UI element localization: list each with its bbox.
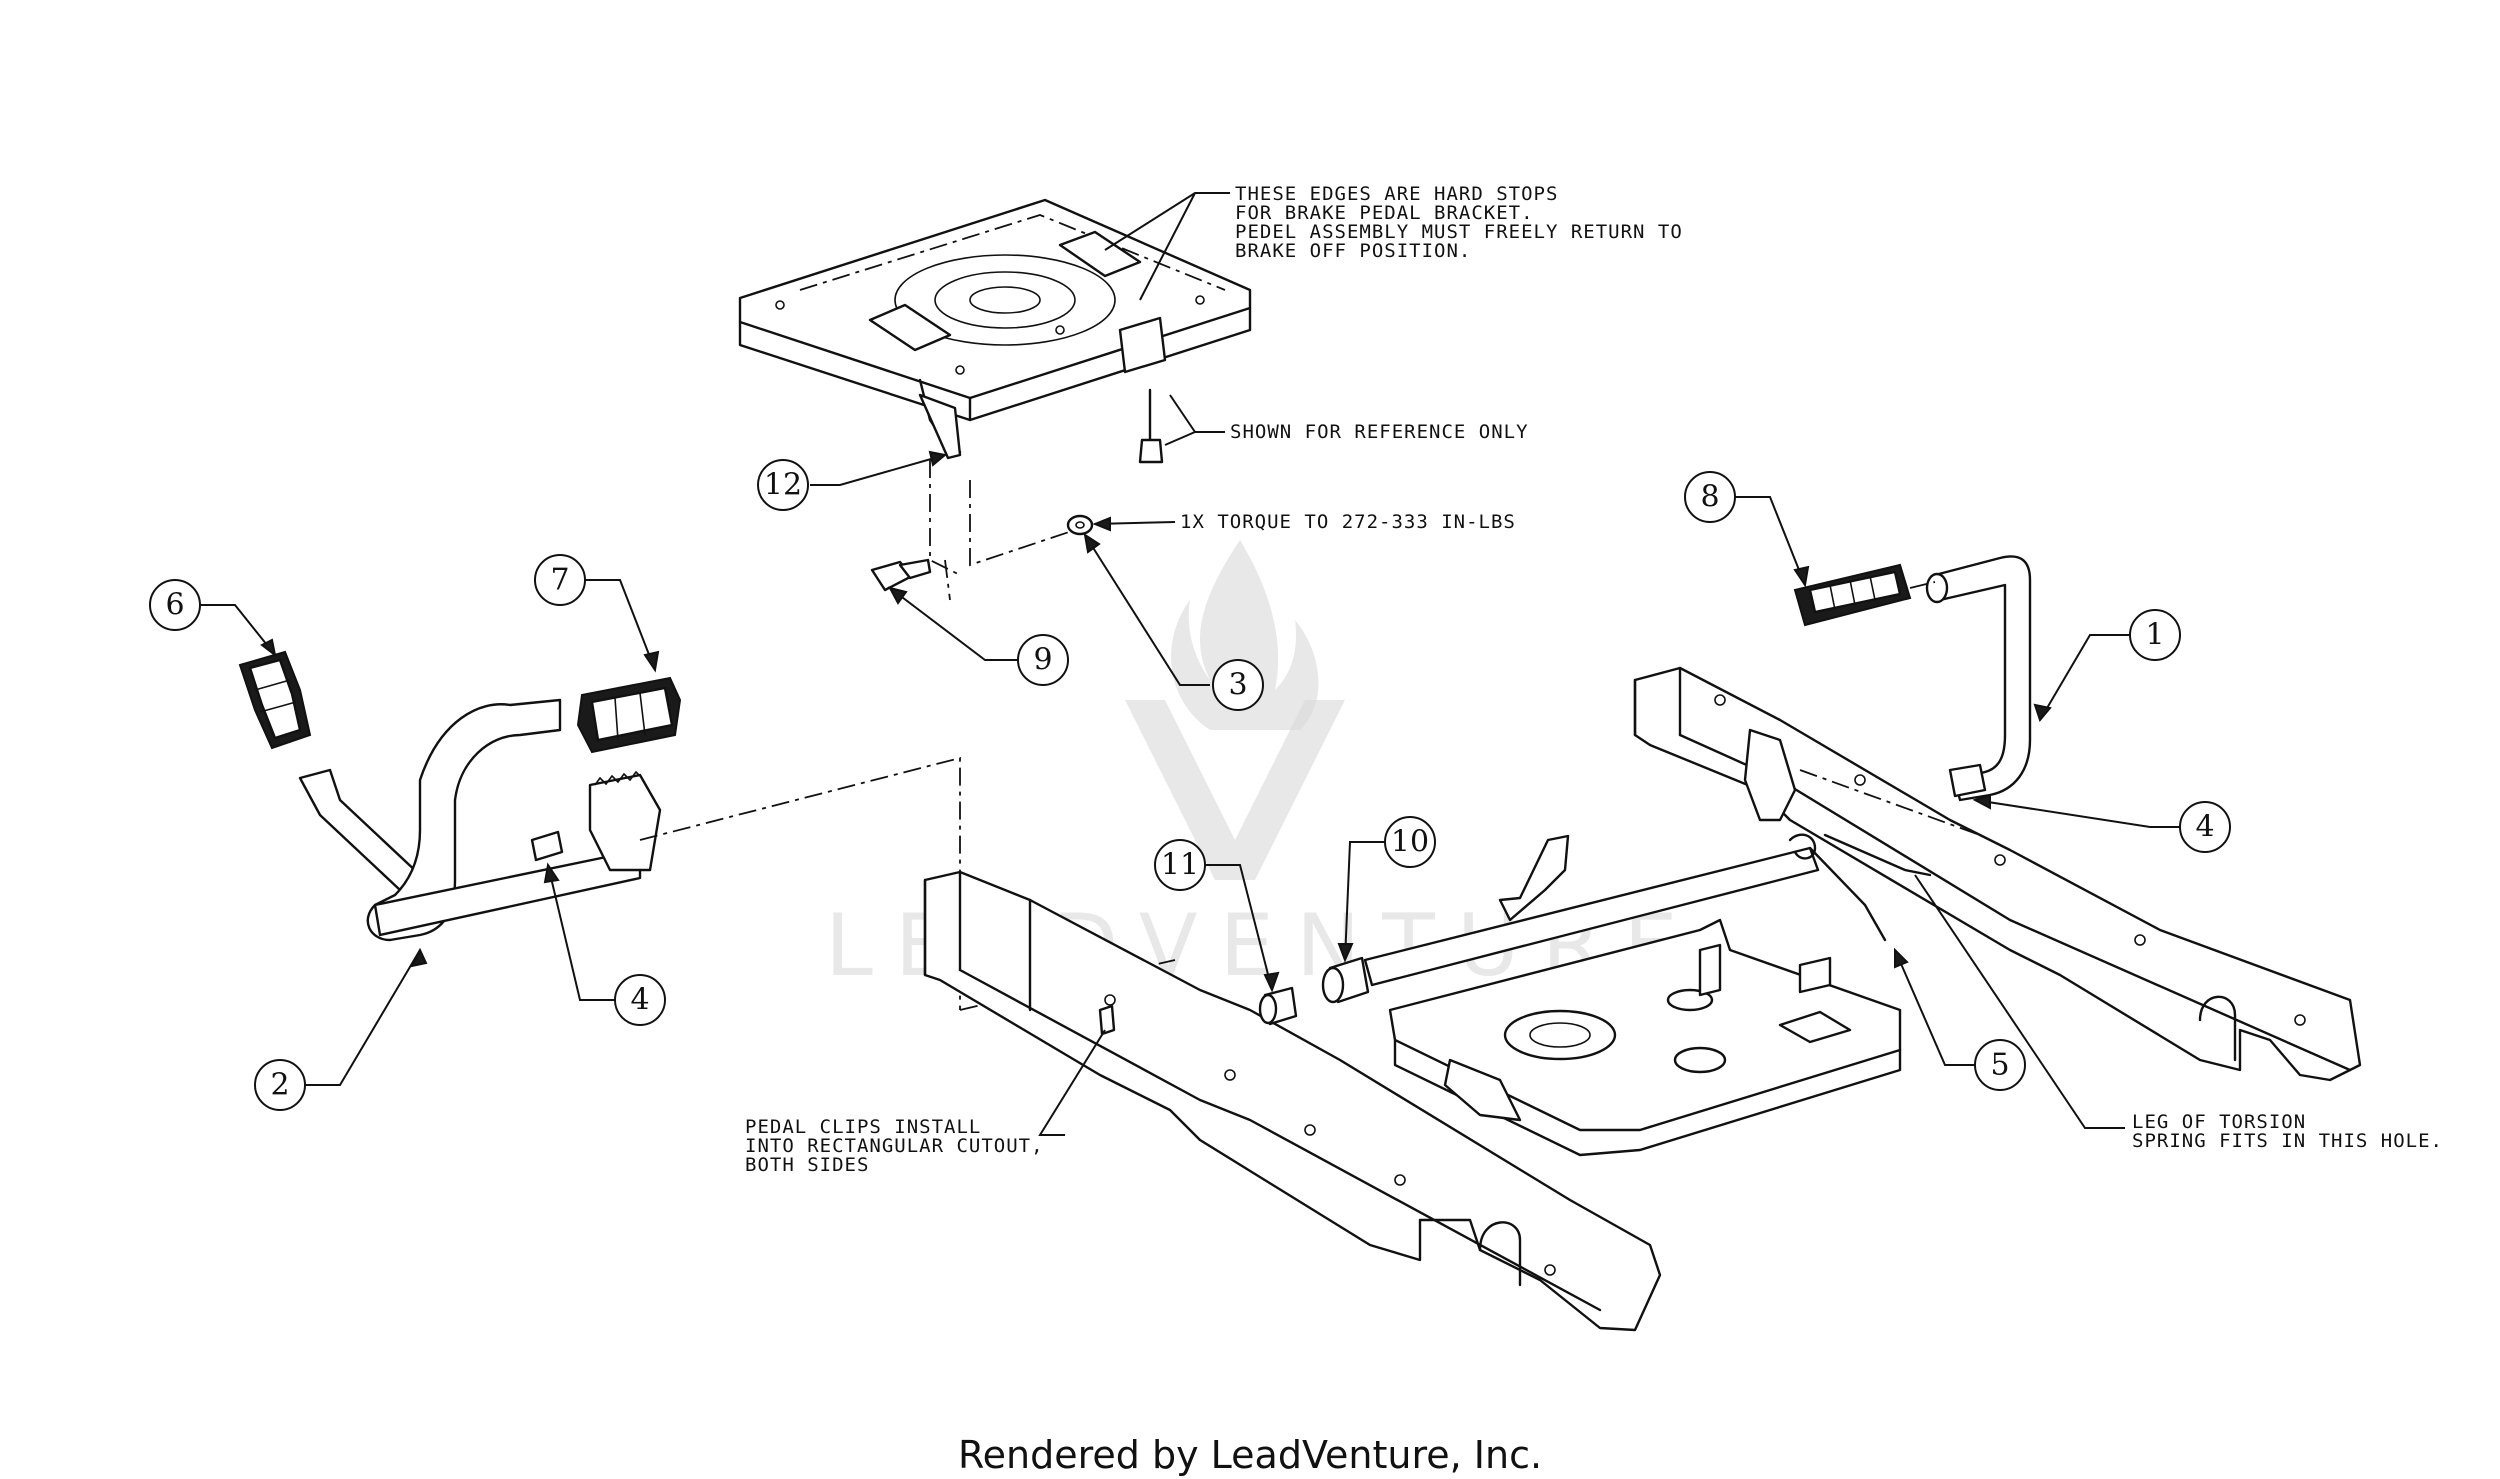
note-hard-stops: THESE EDGES ARE HARD STOPS FOR BRAKE PED… [1104,183,1683,301]
callout-circle-1 [2129,609,2181,661]
callouts: 1 2 3 4 4 5 6 7 [149,450,2231,1111]
callout-circle-10 [1384,816,1436,868]
callout-circle-5 [1974,1039,2026,1091]
torsion-spring-part-5 [1788,833,1932,942]
callout-circle-7 [534,554,586,606]
callout-circle-4-right [2179,801,2231,853]
note-pedal-clips-line-2: INTO RECTANGULAR CUTOUT, [745,1135,1044,1157]
callout-circle-2 [254,1059,306,1111]
note-pedal-clips: PEDAL CLIPS INSTALL INTO RECTANGULAR CUT… [745,1029,1106,1176]
note-hard-stops-line-2: FOR BRAKE PEDAL BRACKET. [1235,202,1534,224]
note-hard-stops-line-3: PEDEL ASSEMBLY MUST FREELY RETURN TO [1235,221,1683,243]
callout-label-4-left: 4 [630,983,649,1018]
callout-label-11: 11 [1161,848,1199,883]
callout-circle-12 [757,459,809,511]
note-reference-line-1: SHOWN FOR REFERENCE ONLY [1230,421,1529,443]
watermark-v-icon [1125,700,1345,880]
note-hard-stops-line-4: BRAKE OFF POSITION. [1235,240,1471,262]
spacer-part-11 [1258,986,1298,1026]
note-hard-stops-line-1: THESE EDGES ARE HARD STOPS [1235,183,1558,205]
watermark-flame-icon [1171,540,1319,730]
callout-label-3: 3 [1228,668,1247,703]
bolt-part-9 [870,558,932,592]
callout-label-10: 10 [1391,825,1429,860]
callout-label-6: 6 [165,588,184,623]
right-pedal-assembly [1793,555,2032,802]
callout-label-8: 8 [1700,480,1719,515]
washer-part-3 [1066,514,1094,536]
left-frame-rail [923,870,1662,1332]
footer-credit: Rendered by LeadVenture, Inc. [958,1433,1542,1477]
callout-label-2: 2 [270,1068,289,1103]
cross-shaft [1363,834,1820,987]
note-pedal-clips-line-3: BOTH SIDES [745,1154,869,1176]
callout-label-5: 5 [1990,1048,2009,1083]
callout-circle-8 [1684,471,1736,523]
left-pedal-assembly [238,650,682,942]
right-frame-rail [1633,666,2362,1082]
note-torsion-line-2: SPRING FITS IN THIS HOLE. [2132,1130,2443,1152]
callout-circle-3 [1212,659,1264,711]
seat-mount-plate [738,198,1252,460]
callout-label-4-right: 4 [2195,810,2214,845]
callout-circle-9 [1017,634,1069,686]
callout-label-9: 9 [1033,643,1052,678]
callout-label-1: 1 [2145,618,2164,653]
note-pedal-clips-line-1: PEDAL CLIPS INSTALL [745,1116,981,1138]
note-torque: 1X TORQUE TO 272-333 IN-LBS [1092,511,1516,533]
callout-label-7: 7 [550,563,569,598]
note-torsion: LEG OF TORSION SPRING FITS IN THIS HOLE. [1914,874,2443,1152]
bushing-part-10 [1321,956,1370,1004]
callout-circle-6 [149,579,201,631]
callout-circle-4-left [614,974,666,1026]
reference-bolt [1138,388,1164,464]
note-torsion-line-1: LEG OF TORSION [2132,1111,2306,1133]
callout-circle-11 [1154,839,1206,891]
note-torque-line-1: 1X TORQUE TO 272-333 IN-LBS [1180,511,1516,533]
note-reference: SHOWN FOR REFERENCE ONLY [1164,394,1529,446]
callout-label-12: 12 [764,468,802,503]
center-deck-plate [1388,918,1902,1157]
